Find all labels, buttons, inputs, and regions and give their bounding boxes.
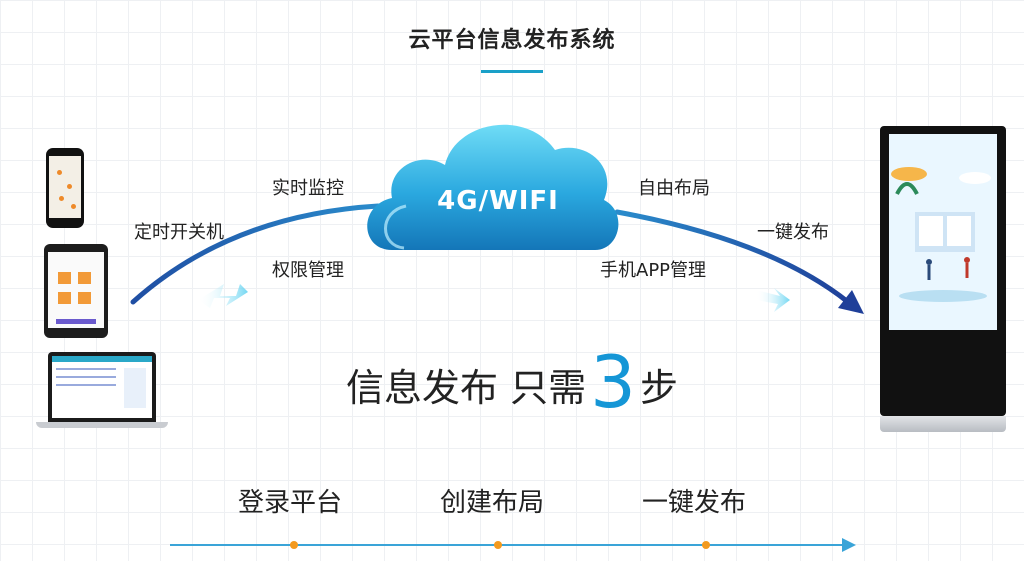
feature-permission-manage: 权限管理 xyxy=(272,260,344,281)
cloud-label: 4G/WIFI xyxy=(437,186,559,216)
left-arc xyxy=(130,203,381,305)
phone-device-image xyxy=(46,148,84,228)
step-dot-1 xyxy=(290,541,298,549)
page-title: 云平台信息发布系统 xyxy=(408,28,616,53)
cloud-icon xyxy=(367,124,619,250)
left-soft-arrow xyxy=(198,284,248,308)
title-underline xyxy=(481,70,543,73)
feature-timed-power: 定时开关机 xyxy=(134,222,224,243)
step-create-layout: 创建布局 xyxy=(440,488,545,518)
tablet-device-image xyxy=(44,244,108,338)
step-dot-2 xyxy=(494,541,502,549)
right-soft-arrow xyxy=(756,288,790,312)
headline-suffix: 步 xyxy=(639,366,678,410)
feature-app-manage: 手机APP管理 xyxy=(600,260,707,281)
right-arc xyxy=(614,209,851,305)
step-login: 登录平台 xyxy=(238,488,343,518)
feature-realtime-monitor: 实时监控 xyxy=(272,178,344,199)
feature-one-click-publish: 一键发布 xyxy=(757,222,829,243)
laptop-device-image xyxy=(36,352,168,430)
step-dot-3 xyxy=(702,541,710,549)
headline-text: 信息发布 只需 xyxy=(346,366,587,410)
headline-number: 3 xyxy=(590,340,636,424)
right-arc-arrowhead xyxy=(838,290,864,314)
kiosk-display-image xyxy=(880,126,1006,436)
step-publish: 一键发布 xyxy=(642,488,747,518)
timeline-arrowhead xyxy=(842,538,856,552)
feature-free-layout: 自由布局 xyxy=(638,178,710,199)
